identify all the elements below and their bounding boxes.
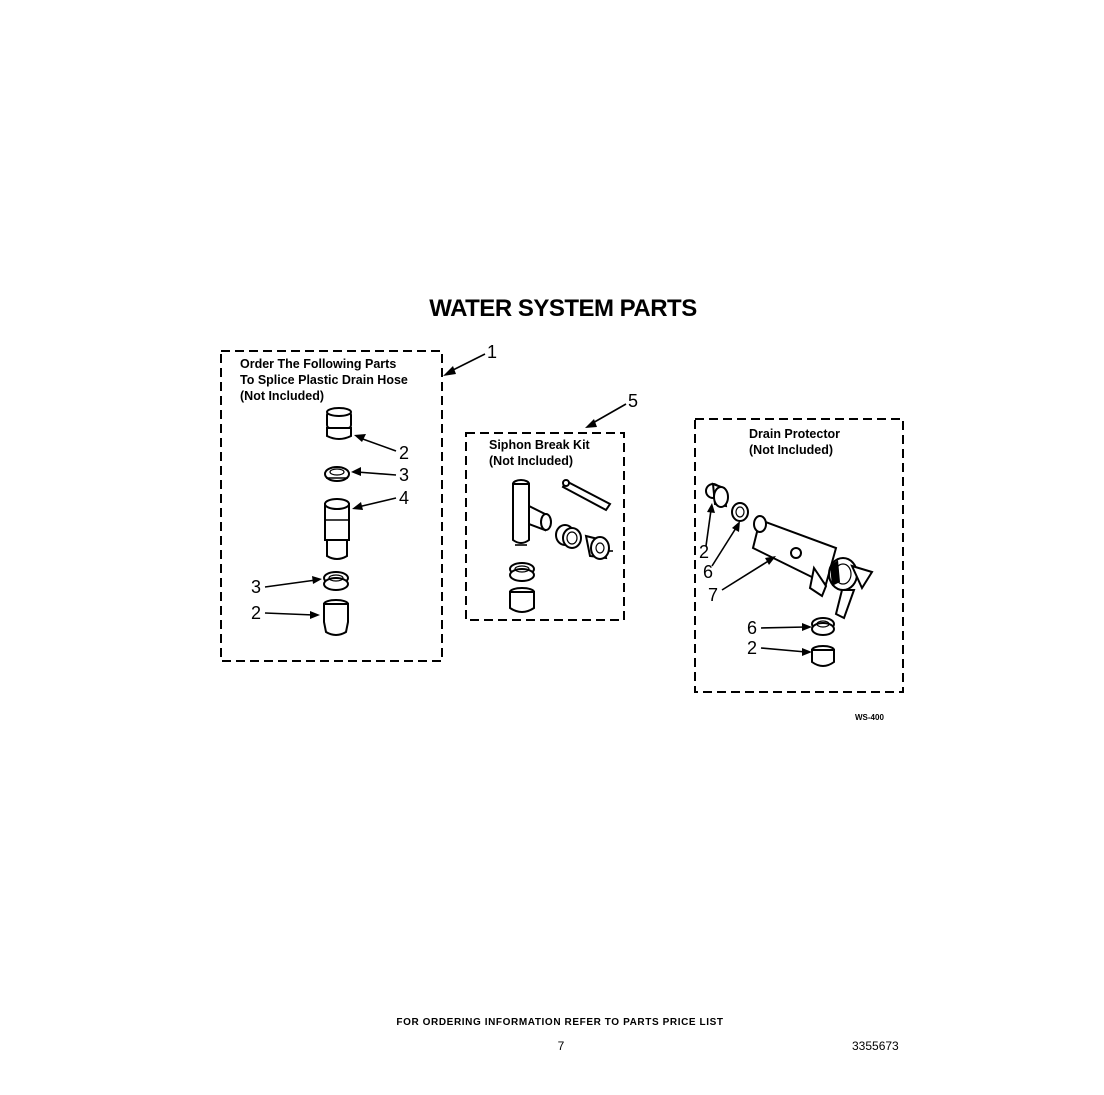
callout-1: 1	[487, 342, 497, 362]
protector-callout-6-bottom: 6	[747, 618, 757, 638]
leader-2-top	[359, 437, 397, 452]
siphon-label-line-1: Siphon Break Kit	[489, 438, 591, 452]
arrow-4	[352, 502, 363, 510]
protector-callout-2-top: 2	[699, 542, 709, 562]
clamp-ring-part-bottom	[323, 571, 349, 591]
protector-callout-6-top: 6	[703, 562, 713, 582]
drain-protector-label-line-2: (Not Included)	[749, 443, 833, 457]
siphon-break-kit-box: Siphon Break Kit (Not Included) 5	[465, 391, 638, 621]
leader-protector-6-top	[711, 527, 737, 567]
leader-protector-2-top	[705, 509, 712, 547]
drain-hose-callout-2-bottom: 2	[251, 603, 261, 623]
leader-4	[357, 497, 397, 508]
arrow-protector-2-bottom	[802, 648, 812, 656]
siphon-ring-bottom	[509, 562, 535, 582]
protector-connector-bottom	[811, 645, 835, 667]
drain-hose-callout-4: 4	[399, 488, 409, 508]
drain-hose-callout-3-bottom: 3	[251, 577, 261, 597]
arrow-3-bottom	[312, 576, 322, 584]
leader-3-bottom	[264, 579, 317, 588]
leader-2-bottom	[264, 612, 315, 616]
arrow-3-top	[351, 467, 361, 476]
clamp-ring-part-top	[324, 466, 350, 482]
part-number: 3355673	[852, 1039, 899, 1053]
drain-protector-box: Drain Protector (Not Included)	[694, 418, 904, 693]
protector-callout-7: 7	[708, 585, 718, 605]
arrow-2-top	[354, 434, 366, 442]
protector-ring-bottom	[811, 617, 835, 636]
arrow-protector-6-top	[732, 521, 740, 532]
ordering-note: FOR ORDERING INFORMATION REFER TO PARTS …	[396, 1017, 723, 1028]
leader-protector-7	[721, 559, 771, 591]
siphon-adapter	[584, 534, 613, 560]
protector-main-body	[751, 515, 874, 620]
drain-hose-splice-box: Order The Following Parts To Splice Plas…	[220, 342, 497, 662]
drain-hose-label-line-2: To Splice Plastic Drain Hose	[240, 373, 408, 387]
leader-3-top	[356, 471, 397, 476]
callout-1-leader	[448, 353, 486, 373]
callout-5-leader	[590, 403, 627, 425]
arrow-protector-6-bottom	[802, 623, 812, 631]
protector-connector-top	[705, 482, 729, 508]
drain-hose-label-line-3: (Not Included)	[240, 389, 324, 403]
callout-5: 5	[628, 391, 638, 411]
drain-protector-label-line-1: Drain Protector	[749, 427, 840, 441]
siphon-connector-bottom	[509, 587, 535, 613]
drain-hose-callout-2-top: 2	[399, 443, 409, 463]
leader-protector-2-bottom	[760, 647, 807, 653]
siphon-tee-fitting	[512, 479, 552, 546]
protector-callout-2-bottom: 2	[747, 638, 757, 658]
arrow-protector-2-top	[707, 503, 715, 513]
arrow-protector-7	[765, 556, 776, 565]
siphon-label-line-2: (Not Included)	[489, 454, 573, 468]
page-number: 7	[558, 1039, 565, 1053]
protector-ring-top	[731, 502, 749, 522]
drain-hose-label-line-1: Order The Following Parts	[240, 357, 396, 371]
siphon-ring	[555, 524, 582, 549]
diagram-code: WS-400	[855, 713, 884, 722]
connector-part-bottom	[323, 599, 349, 636]
page-title: WATER SYSTEM PARTS	[429, 295, 697, 322]
drain-hose-callout-3-top: 3	[399, 465, 409, 485]
callout-1-arrowhead	[443, 366, 456, 376]
callout-5-arrowhead	[585, 419, 597, 428]
siphon-clip	[561, 479, 612, 512]
arrow-2-bottom	[310, 611, 320, 619]
leader-protector-6-bottom	[760, 626, 807, 629]
splice-tube-part	[324, 498, 350, 560]
connector-part-top	[326, 407, 352, 440]
